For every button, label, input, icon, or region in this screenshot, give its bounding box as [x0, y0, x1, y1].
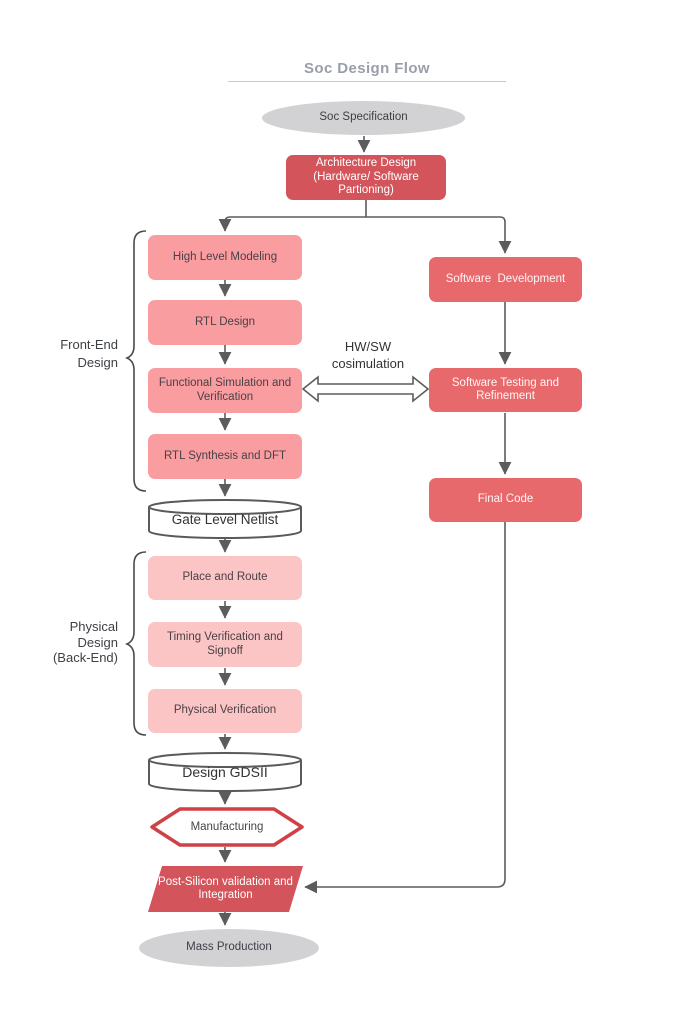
flow-arrows: [218, 136, 512, 926]
arrow-branch-left: [218, 216, 366, 232]
manufacturing-hexagon: [150, 807, 304, 847]
cosimulation-double-arrow: [301, 375, 430, 403]
front-end-design-label: Front-End Design: [60, 337, 118, 370]
node-place-and-route: Place and Route: [148, 556, 302, 600]
node-soc-specification: Soc Specification: [262, 101, 465, 135]
title-underline: [228, 81, 506, 82]
gate-level-netlist-cylinder: [148, 499, 302, 539]
node-physical-verification: Physical Verification: [148, 689, 302, 733]
node-rtl-design: RTL Design: [148, 300, 302, 345]
node-software-development: Software Development: [429, 257, 582, 302]
physical-design-label: Physical Design (Back-End): [52, 619, 118, 665]
node-manufacturing: Manufacturing: [190, 821, 264, 833]
physical-design-brace: [124, 551, 147, 736]
node-functional-simulation: Functional Simulation and Verification: [148, 368, 302, 413]
design-gdsii-cylinder: [148, 752, 302, 792]
front-end-brace: [124, 230, 147, 492]
node-timing-verification: Timing Verification and Signoff: [148, 622, 302, 667]
arrow-finalcode-to-postsilicon: [304, 522, 506, 894]
node-final-code: Final Code: [429, 478, 582, 522]
node-post-silicon-validation: Post-Silicon validation and Integration: [148, 866, 303, 912]
node-gate-level-netlist: Gate Level Netlist: [171, 511, 279, 527]
node-high-level-modeling: High Level Modeling: [148, 235, 302, 280]
node-rtl-synthesis: RTL Synthesis and DFT: [148, 434, 302, 479]
node-mass-production: Mass Production: [139, 929, 319, 967]
node-software-testing: Software Testing and Refinement: [429, 368, 582, 412]
node-architecture-design: Architecture Design (Hardware/ Software …: [286, 155, 446, 200]
node-design-gdsii: Design GDSII: [182, 764, 268, 780]
arrow-branch-right: [366, 216, 512, 254]
page-title: Soc Design Flow: [303, 60, 430, 77]
cosimulation-label: HW/SW cosimulation: [331, 339, 405, 371]
